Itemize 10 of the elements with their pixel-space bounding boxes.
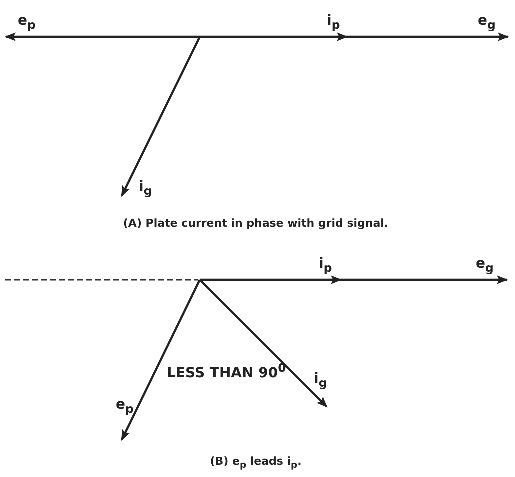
figure-caption: (B) e$_{p}$ leads i$_{p}$.: [210, 456, 302, 470]
phasor-label: i$_{g}$: [139, 180, 152, 198]
phasor-label: e$_{p}$: [18, 14, 36, 32]
phasor-label: e$_{p}$: [116, 398, 134, 416]
phasor-label: i$_{g}$: [314, 372, 328, 390]
phasor-label: i$_{p}$: [319, 257, 332, 274]
phasor-label: i$_{p}$: [327, 14, 340, 32]
figure-caption: (A) Plate current in phase with grid signal.: [123, 218, 389, 229]
phasor-label: e$_{g}$: [478, 14, 496, 32]
phasor-label: e$_{g}$: [476, 257, 494, 274]
